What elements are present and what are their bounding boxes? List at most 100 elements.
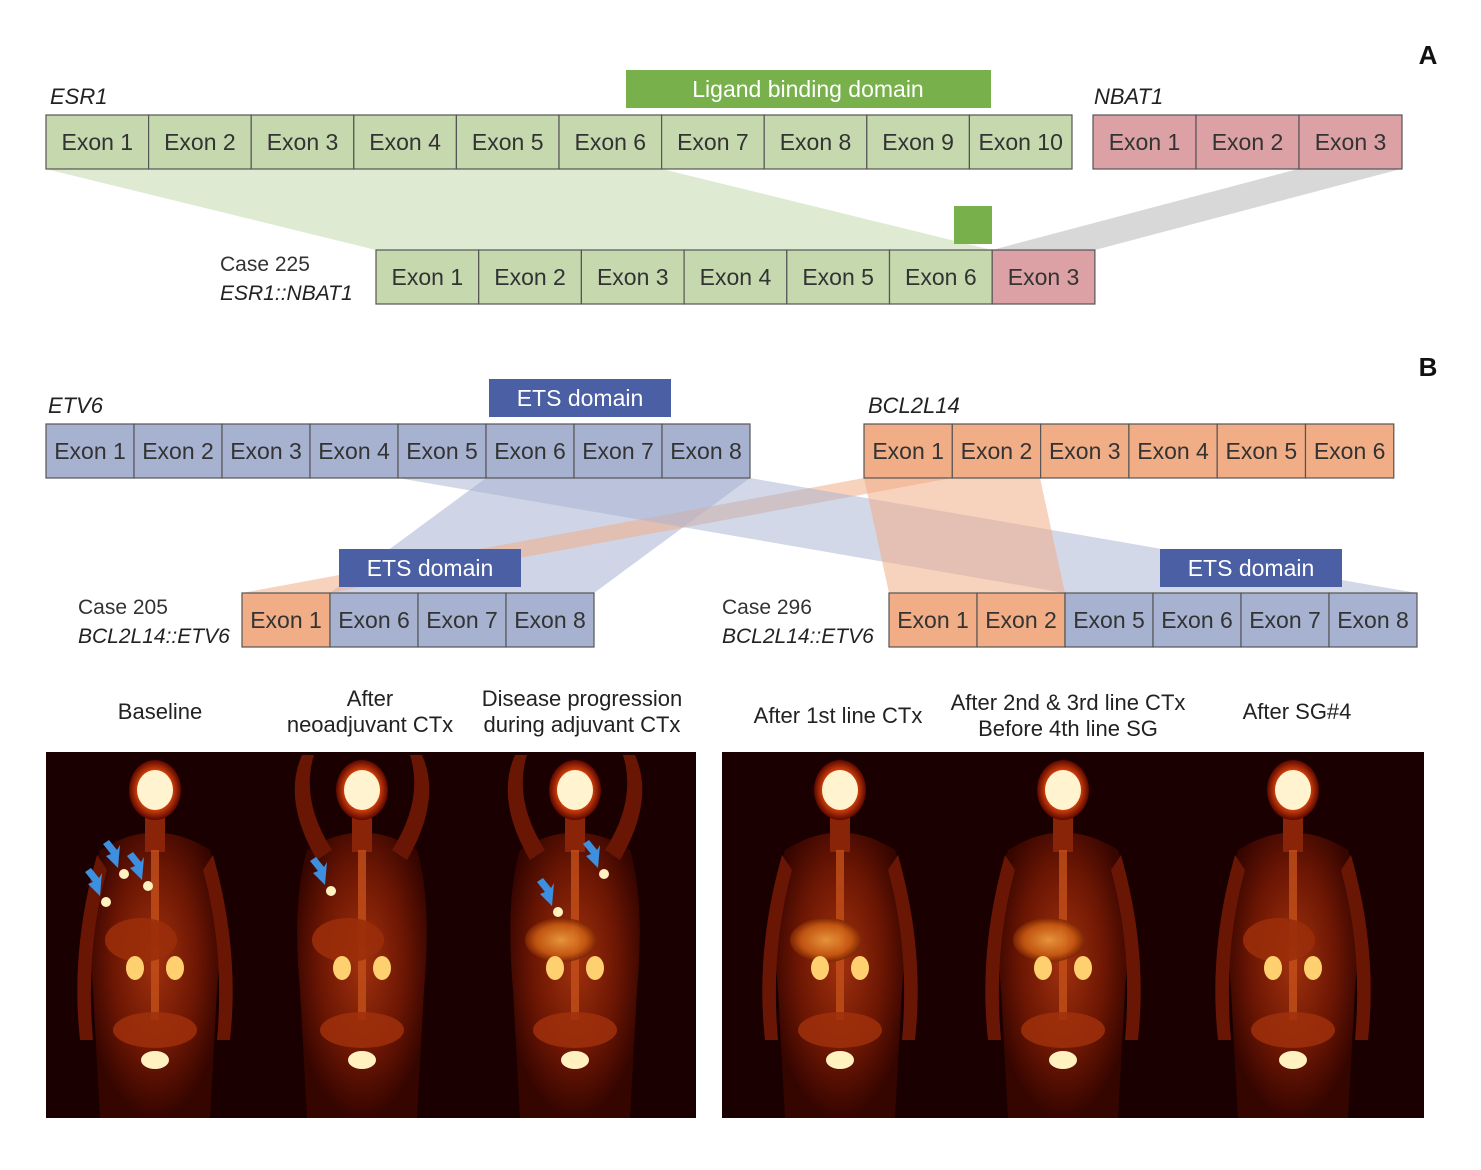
esr1-exon-label: Exon 4 xyxy=(369,129,441,155)
case-225-exon-label: Exon 5 xyxy=(802,264,874,290)
esr1-exon-9: Exon 9 xyxy=(866,114,970,170)
pet-body-2 xyxy=(294,755,430,1118)
lesion-hotspot xyxy=(599,869,609,879)
nbat1-to-fusion-connector xyxy=(992,169,1401,250)
case-205-exon-1: Exon 1 xyxy=(241,592,331,648)
esr1-exon-label: Exon 5 xyxy=(472,129,544,155)
pet-right-title-2: After 2nd & 3rd line CTx xyxy=(951,690,1186,715)
bcl2l14-exon-3: Exon 3 xyxy=(1039,423,1130,479)
etv6-exon-8: Exon 8 xyxy=(661,423,751,479)
pet-right-title-2: Before 4th line SG xyxy=(978,716,1158,741)
esr1-exon-label: Exon 9 xyxy=(882,129,954,155)
case-225-exon-4: Exon 4 xyxy=(683,249,788,305)
esr1-exon-label: Exon 2 xyxy=(164,129,236,155)
panel-label-a: A xyxy=(1419,40,1438,70)
case-225-exon-label: Exon 1 xyxy=(392,264,464,290)
esr1-exon-8: Exon 8 xyxy=(763,114,868,170)
lesion-hotspot xyxy=(326,886,336,896)
lesion-hotspot xyxy=(553,907,563,917)
case-296-fusion: BCL2L14::ETV6 xyxy=(722,625,874,648)
case-296-exon-label: Exon 1 xyxy=(897,607,969,633)
case-296-exon-label: Exon 7 xyxy=(1249,607,1321,633)
bcl2l14-exon-label: Exon 2 xyxy=(961,438,1033,464)
bcl2l14-exon-5: Exon 5 xyxy=(1216,423,1307,479)
esr1-exon-7: Exon 7 xyxy=(660,114,765,170)
case-296-exon-row: Exon 1 Exon 2 Exon 5 Exon 6 Exon 7 Exon 8 xyxy=(888,592,1418,648)
etv6-exon-label: Exon 8 xyxy=(670,438,742,464)
etv6-gene-label: ETV6 xyxy=(48,393,104,418)
pet-left-title-3: during adjuvant CTx xyxy=(484,712,681,737)
esr1-exon-label: Exon 7 xyxy=(677,129,749,155)
bcl2l14-exon-2: Exon 2 xyxy=(951,423,1042,479)
pet-left-title-2: After xyxy=(347,686,393,711)
nbat1-exon-label: Exon 1 xyxy=(1109,129,1181,155)
etv6-exon-4: Exon 4 xyxy=(309,423,399,479)
bcl2l14-to-case296-connector xyxy=(864,478,1065,593)
case-205-ets-domain: ETS domain xyxy=(339,549,521,587)
case-296-exon-4: Exon 6 xyxy=(1152,592,1242,648)
lesion-arrow-icon-3 xyxy=(85,868,111,907)
esr1-exon-5: Exon 5 xyxy=(455,114,560,170)
pet-left-title-3: Disease progression xyxy=(482,686,683,711)
etv6-exon-label: Exon 5 xyxy=(406,438,478,464)
case-296-exon-label: Exon 6 xyxy=(1161,607,1233,633)
lesion-hotspot xyxy=(101,897,111,907)
case-225-exon-label: Exon 4 xyxy=(700,264,772,290)
case-225-fusion: ESR1::NBAT1 xyxy=(220,282,353,305)
case-205-exon-4: Exon 8 xyxy=(505,592,595,648)
case-296-exon-5: Exon 7 xyxy=(1240,592,1330,648)
pet-body-6 xyxy=(1215,760,1371,1118)
pet-scan-images xyxy=(77,755,1371,1118)
case-296-exon-6: Exon 8 xyxy=(1328,592,1418,648)
etv6-exon-6: Exon 6 xyxy=(485,423,575,479)
esr1-exon-label: Exon 10 xyxy=(978,129,1062,155)
case-205-exon-2: Exon 6 xyxy=(329,592,419,648)
lesion-arrow-icon-5 xyxy=(583,840,609,879)
lesion-arrow-icon-4 xyxy=(310,857,336,896)
case-205-name: Case 205 xyxy=(78,596,168,619)
case-296-exon-label: Exon 5 xyxy=(1073,607,1145,633)
case-205-ets-domain-label: ETS domain xyxy=(367,555,494,581)
case-225-exon-label: Exon 3 xyxy=(597,264,669,290)
etv6-exon-label: Exon 1 xyxy=(54,438,126,464)
nbat1-exon-1: Exon 1 xyxy=(1092,114,1197,170)
ligand-binding-domain: Ligand binding domain xyxy=(626,70,991,108)
case-225-exon-7: Exon 3 xyxy=(991,249,1096,305)
pet-right-title-1: After 1st line CTx xyxy=(754,703,923,728)
case-296-exon-label: Exon 8 xyxy=(1337,607,1409,633)
esr1-exon-label: Exon 6 xyxy=(574,129,646,155)
case-225-exon-label: Exon 3 xyxy=(1008,264,1080,290)
pet-body-1 xyxy=(77,760,233,1118)
nbat1-gene-label: NBAT1 xyxy=(1094,84,1163,109)
esr1-to-fusion-connector xyxy=(46,169,992,250)
esr1-exon-label: Exon 8 xyxy=(780,129,852,155)
lesion-hotspot xyxy=(143,881,153,891)
case-296-name: Case 296 xyxy=(722,596,812,619)
case-296-ets-domain: ETS domain xyxy=(1160,549,1342,587)
etv6-exon-label: Exon 7 xyxy=(582,438,654,464)
pet-left-title-2: neoadjuvant CTx xyxy=(287,712,453,737)
bcl2l14-exon-6: Exon 6 xyxy=(1304,423,1395,479)
etv6-exon-label: Exon 4 xyxy=(318,438,390,464)
case-296-exon-2: Exon 2 xyxy=(976,592,1066,648)
esr1-exon-3: Exon 3 xyxy=(250,114,355,170)
esr1-exon-6: Exon 6 xyxy=(558,114,663,170)
etv6-ets-domain-label: ETS domain xyxy=(517,385,644,411)
bcl2l14-exon-4: Exon 4 xyxy=(1128,423,1218,479)
bcl2l14-exon-label: Exon 5 xyxy=(1226,438,1298,464)
bcl2l14-exon-label: Exon 4 xyxy=(1137,438,1209,464)
case-225-exon-2: Exon 2 xyxy=(478,249,583,305)
case-205-exon-label: Exon 8 xyxy=(514,607,586,633)
esr1-exon-4: Exon 4 xyxy=(353,114,457,170)
bcl2l14-exon-label: Exon 3 xyxy=(1049,438,1121,464)
etv6-exon-3: Exon 3 xyxy=(221,423,311,479)
lesion-arrow-icon-2 xyxy=(127,852,153,891)
case-296-exon-1: Exon 1 xyxy=(888,592,978,648)
case-225-exon-3: Exon 3 xyxy=(580,249,685,305)
case-225-exon-1: Exon 1 xyxy=(375,249,480,305)
